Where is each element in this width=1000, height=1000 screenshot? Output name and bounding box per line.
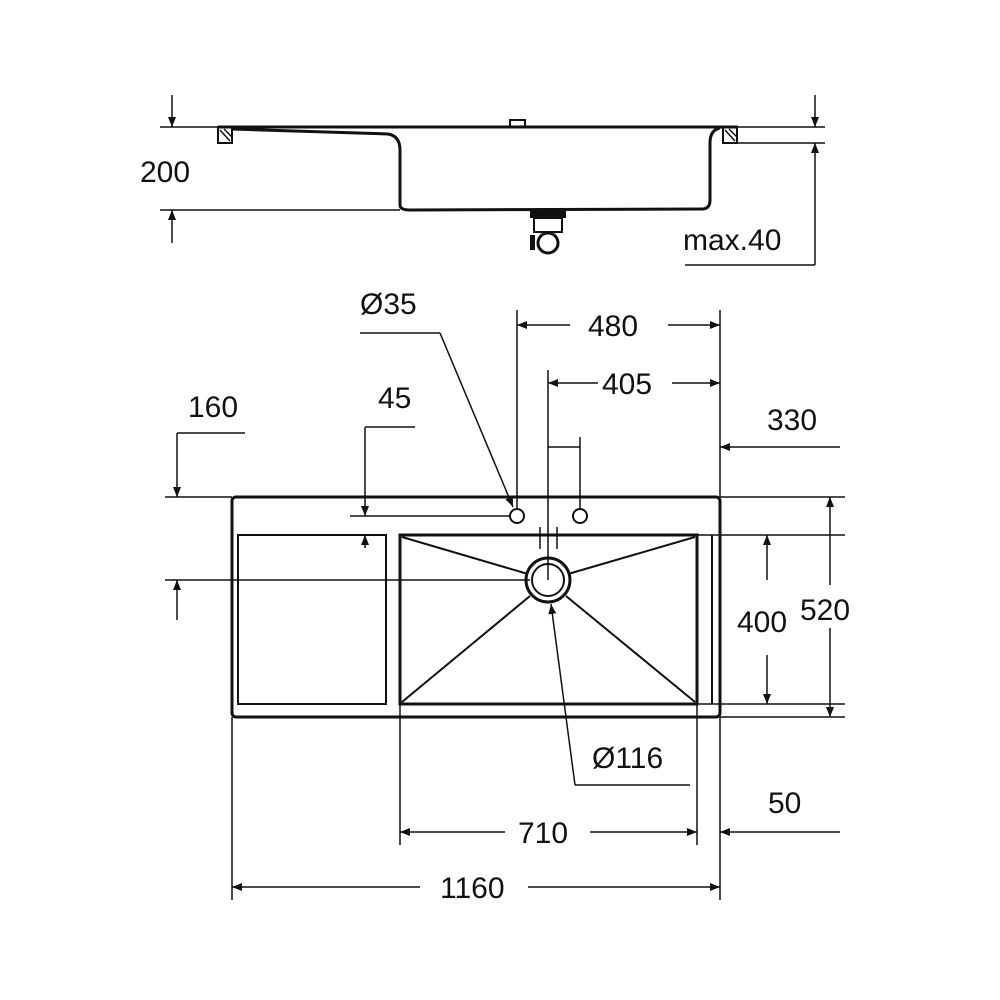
bowl-depth-label: 400 [737, 606, 787, 639]
tap-hole-offset-label: 45 [378, 382, 411, 415]
top-offset-label: 160 [188, 391, 238, 424]
drainboard [237, 534, 387, 705]
tap-hole-left [509, 508, 525, 524]
drain-offset-label: 405 [602, 368, 652, 401]
depth-label: 200 [140, 156, 190, 189]
bowl-width-label: 710 [518, 817, 568, 850]
right-offset-label: 330 [767, 404, 817, 437]
hatch-right [722, 126, 738, 144]
side-view: 200 max.40 [140, 95, 825, 266]
right-rim-label: 50 [768, 787, 801, 820]
overall-width-label: 1160 [440, 872, 505, 905]
hatch-left [217, 126, 233, 144]
tap-offset-label: 480 [588, 310, 638, 343]
tap-hole-diameter-label: Ø35 [360, 288, 417, 321]
drain-diameter-label: Ø116 [592, 742, 663, 775]
drain-fitting [530, 210, 566, 255]
overflow-nub [509, 119, 526, 128]
sink-outline [230, 495, 722, 719]
plan-view: 480 405 330 160 45 Ø35 400 [165, 288, 850, 905]
max-thickness-label: max.40 [683, 224, 781, 257]
tap-hole-right [572, 508, 588, 524]
overall-depth-label: 520 [800, 594, 850, 627]
